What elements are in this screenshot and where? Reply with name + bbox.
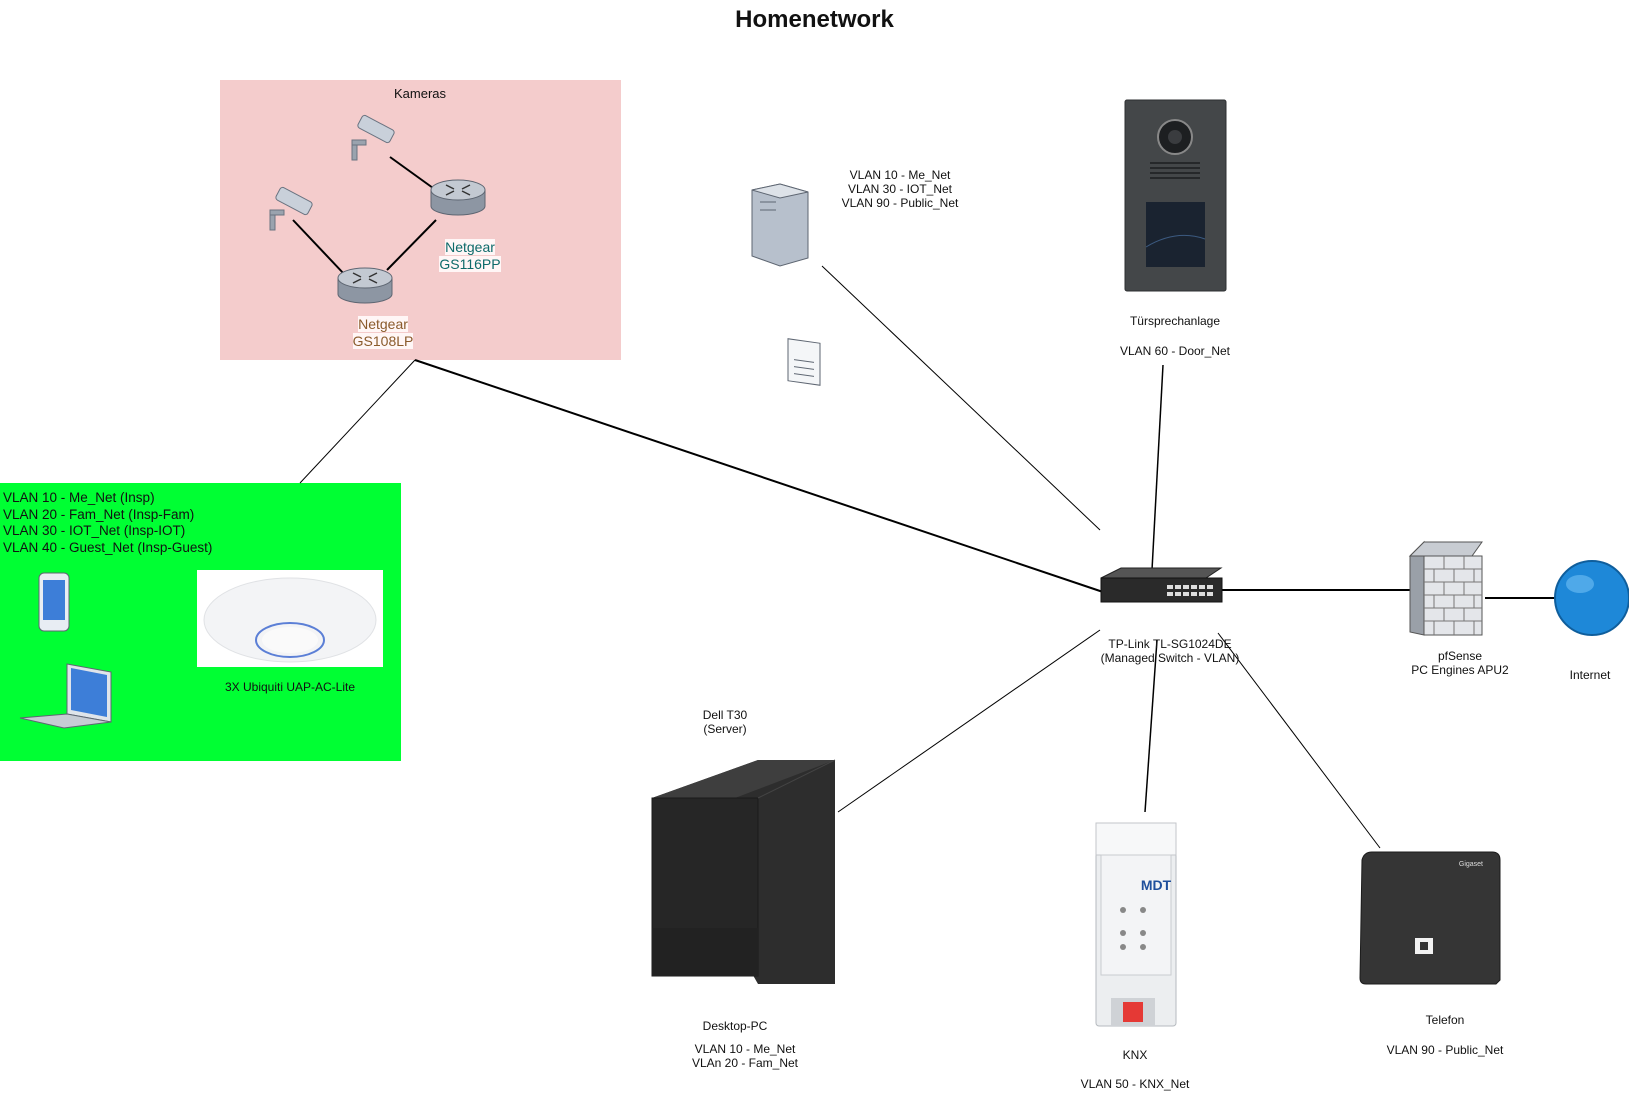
knx-module-icon: MDT: [1095, 822, 1177, 1027]
link-cameras-wifi: [299, 359, 416, 484]
knx-brand-mark: MDT: [1141, 877, 1172, 893]
dell-label: Dell T30 (Server): [665, 708, 785, 736]
door-vlan-label: VLAN 60 - Door_Net: [1119, 344, 1231, 358]
camera-zone-label: Kameras: [393, 86, 447, 101]
wifi-vlan: VLAN 10 - Me_Net (Insp): [3, 490, 155, 505]
server-vlan: VLAN 90 - Public_Net: [841, 196, 959, 210]
firewall-line1: pfSense: [1437, 649, 1483, 663]
internet-label: Internet: [1569, 668, 1611, 682]
netgear-gs116pp-icon: [430, 179, 486, 216]
connections: [292, 156, 1558, 849]
link-dell-core: [837, 629, 1101, 813]
camera-zone: [220, 80, 621, 360]
server-vlan: VLAN 30 - IOT_Net: [847, 182, 953, 196]
telefon-icon: Gigaset: [1359, 851, 1501, 985]
knx-vlan-label: VLAN 50 - KNX_Net: [1080, 1077, 1190, 1091]
dell-line2: (Server): [703, 722, 747, 736]
core-switch-icon: [1100, 567, 1223, 603]
wifi-vlan: VLAN 40 - Guest_Net (Insp-Guest): [3, 539, 213, 555]
netgear-gs116pp-label: Netgear GS116PP: [420, 239, 520, 273]
desktop-vlan: VLAN 10 - Me_Net: [694, 1042, 796, 1056]
desktop-name-label: Desktop-PC: [702, 1019, 768, 1033]
link-door-core: [1151, 364, 1164, 571]
netgear-gs108lp-line2: GS108LP: [352, 333, 414, 349]
link-cam1-sw: [389, 156, 434, 189]
telefon-name-label: Telefon: [1425, 1013, 1465, 1027]
core-switch-line2: (Managed Switch - VLAN): [1100, 651, 1240, 665]
wifi-vlan: VLAN 20 - Fam_Net (Insp-Fam): [3, 506, 195, 522]
netgear-gs116pp-line2: GS116PP: [439, 256, 501, 272]
wifi-vlan: VLAN 30 - IOT_Net (Insp-IOT): [3, 523, 186, 539]
firewall-line2: PC Engines APU2: [1411, 663, 1509, 677]
desktop-vlan-list: VLAN 10 - Me_Net VLAn 20 - Fam_Net: [665, 1042, 825, 1070]
laptop-icon: [19, 663, 112, 729]
core-switch-line1: TP-Link TL-SG1024DE: [1108, 637, 1232, 651]
netgear-gs108lp-label: Netgear GS108LP: [333, 316, 433, 350]
server-vlan-list: VLAN 10 - Me_Net VLAN 30 - IOT_Net VLAN …: [820, 168, 980, 210]
internet-globe-icon: [1554, 560, 1629, 636]
link-knx-core: [1144, 639, 1158, 813]
link-cam2-sw: [292, 219, 346, 276]
netgear-gs108lp-line1: Netgear: [358, 316, 408, 332]
dell-line1: Dell T30: [702, 708, 748, 722]
server-vlan: VLAN 10 - Me_Net: [849, 168, 951, 182]
telefon-vlan-label: VLAN 90 - Public_Net: [1386, 1043, 1504, 1057]
desktop-vlan: VLAn 20 - Fam_Net: [691, 1056, 799, 1070]
link-sw-sw: [386, 219, 437, 271]
diagram-title: Homenetwork: [735, 6, 894, 33]
camera-icon: [351, 114, 395, 161]
wifi-vlan-list: VLAN 10 - Me_Net (Insp) VLAN 20 - Fam_Ne…: [3, 490, 212, 556]
link-server-core: [821, 265, 1101, 531]
firewall-icon: [1408, 540, 1483, 636]
door-name-label: Türsprechanlage: [1129, 314, 1221, 328]
knx-name-label: KNX: [1122, 1048, 1148, 1062]
access-point-label: 3X Ubiquiti UAP-AC-Lite: [224, 680, 356, 694]
link-telefon-core: [1217, 632, 1381, 849]
core-switch-label: TP-Link TL-SG1024DE (Managed Switch - VL…: [1085, 637, 1255, 665]
firewall-label: pfSense PC Engines APU2: [1380, 649, 1540, 677]
dell-server-icon: [651, 759, 836, 984]
smartphone-icon: [38, 572, 70, 632]
access-point-icon: [197, 570, 383, 667]
telefon-brand-mark: Gigaset: [1459, 861, 1483, 868]
file-server-icon: [751, 183, 821, 386]
link-cameras-core: [414, 359, 1104, 593]
camera-icon: [269, 186, 313, 231]
netgear-gs108lp-icon: [337, 267, 393, 304]
door-intercom-icon: [1124, 99, 1227, 292]
netgear-gs116pp-line1: Netgear: [445, 239, 495, 255]
